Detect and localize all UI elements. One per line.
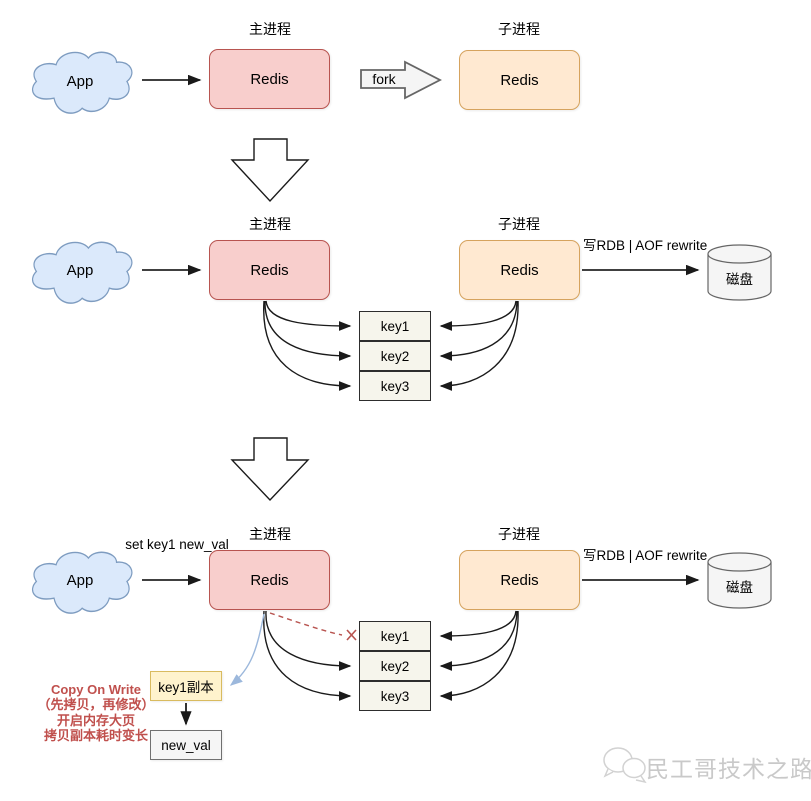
stage1-redis-child-box: Redis	[459, 50, 580, 110]
stage3-redis-main-box: Redis	[209, 550, 330, 610]
stage2-key2-label: key2	[380, 348, 410, 364]
cow-note-line-4: 拷贝副本耗时变长	[43, 727, 148, 743]
new-val-box: new_val	[150, 730, 222, 760]
cow-note-line-1: Copy On Write	[50, 682, 142, 697]
stage3-key2-label: key2	[380, 658, 410, 674]
stage2-disk-label: 磁盘	[726, 272, 753, 287]
stage3-broken-link-key1	[269, 612, 357, 641]
wechat-logo-icon	[603, 747, 647, 784]
stage3-child-to-keys-arrows	[439, 610, 519, 701]
stage3-redis-child-box: Redis	[459, 550, 580, 610]
stage2-child-to-keys-arrows	[439, 300, 519, 391]
cow-note-line-2: （先拷贝，再修改）	[37, 697, 155, 713]
stage2-key2-box: key2	[359, 341, 431, 371]
stage3-main-to-keys-arrows	[263, 610, 352, 701]
fork-label: fork	[372, 71, 396, 87]
stage1-redis-main-box: Redis	[209, 49, 330, 109]
set-command-label: set key1 new_val	[125, 537, 229, 552]
key1-copy-box: key1副本	[150, 671, 222, 701]
stage2-key3-box: key3	[359, 371, 431, 401]
stage1-redis-main-label: Redis	[250, 70, 289, 88]
stage2-redis-main-label: Redis	[250, 261, 289, 279]
new-val-label: new_val	[161, 737, 211, 753]
stage2-main-to-keys-arrows	[263, 300, 352, 391]
fork-block-arrow	[360, 60, 442, 100]
stage3-main-process-label: 主进程	[249, 526, 291, 542]
watermark-brand: 民工哥技术之路	[646, 756, 811, 782]
stage3-key2-box: key2	[359, 651, 431, 681]
stage1-redis-child-label: Redis	[500, 71, 539, 89]
disk-cylinder-2	[707, 244, 772, 301]
down-arrow-1	[230, 138, 310, 203]
key1-copy-label: key1副本	[158, 680, 214, 695]
stage3-app-label: App	[66, 572, 94, 589]
stage2-child-process-label: 子进程	[498, 216, 540, 232]
copy-on-write-note: Copy On Write （先拷贝，再修改） 开启内存大页 拷贝副本耗时变长	[26, 682, 166, 743]
stage2-key1-box: key1	[359, 311, 431, 341]
stage3-child-process-label: 子进程	[498, 526, 540, 542]
stage2-key1-label: key1	[380, 318, 410, 334]
stage3-key1-label: key1	[380, 628, 410, 644]
stage2-write-rdb-aof-label: 写RDB | AOF rewrite	[583, 238, 708, 253]
stage3-key3-label: key3	[380, 688, 410, 704]
disk-cylinder-3	[707, 552, 772, 609]
stage3-key3-box: key3	[359, 681, 431, 711]
stage1-main-process-label: 主进程	[249, 21, 291, 37]
stage3-disk-label: 磁盘	[726, 580, 753, 595]
stage2-redis-main-box: Redis	[209, 240, 330, 300]
cow-note-line-3: 开启内存大页	[56, 712, 135, 728]
stage1-app-label: App	[66, 73, 94, 90]
stage2-redis-child-label: Redis	[500, 261, 539, 279]
stage2-key3-label: key3	[380, 378, 410, 394]
copy-on-write-arrow	[229, 613, 265, 686]
stage2-main-process-label: 主进程	[249, 216, 291, 232]
stage2-app-label: App	[66, 262, 94, 279]
stage3-write-rdb-aof-label: 写RDB | AOF rewrite	[583, 548, 708, 563]
stage3-redis-child-label: Redis	[500, 571, 539, 589]
stage3-redis-main-label: Redis	[250, 571, 289, 589]
stage1-child-process-label: 子进程	[498, 21, 540, 37]
stage3-key1-box: key1	[359, 621, 431, 651]
down-arrow-2	[230, 437, 310, 502]
stage2-redis-child-box: Redis	[459, 240, 580, 300]
